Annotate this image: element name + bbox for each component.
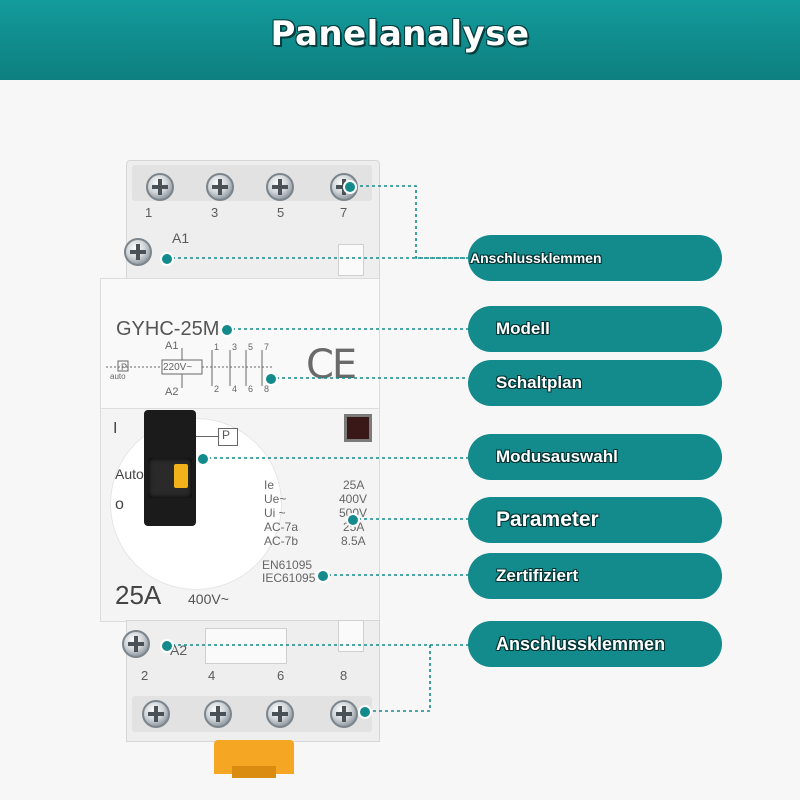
schematic-contact-4: 4 <box>232 384 238 394</box>
terminal-label-4: 4 <box>208 668 216 683</box>
schematic-lines <box>106 348 274 388</box>
schematic-a1: A1 <box>165 340 179 352</box>
schematic-contact-8: 8 <box>264 384 270 394</box>
connector-dot-mode <box>196 452 210 466</box>
callout-label: Parameter <box>496 508 599 531</box>
callout-schaltplan: Schaltplan <box>468 360 722 406</box>
connector-dot-a1 <box>160 252 174 266</box>
schematic-a2: A2 <box>165 386 179 398</box>
ce-mark: CE <box>306 342 357 388</box>
callout-label: Zertifiziert <box>496 566 579 585</box>
schematic-auto: auto <box>110 372 126 381</box>
connector-dot-bottom-terminal <box>358 705 372 719</box>
current-rating: 25A <box>115 580 162 610</box>
terminal-screw-6 <box>266 700 294 728</box>
mode-label-o: o <box>115 496 124 513</box>
terminal-label-5: 5 <box>277 205 285 220</box>
terminal-label-6: 6 <box>277 668 285 683</box>
connector-dot-parameter <box>346 513 360 527</box>
connector-dot-a2 <box>160 639 174 653</box>
terminal-screw-4 <box>204 700 232 728</box>
callout-anschlussklemmen-top: Anschlussklemmen <box>468 235 722 281</box>
schematic-contact-2: 2 <box>214 384 220 394</box>
terminal-screw-5 <box>266 173 294 201</box>
terminal-label-3: 3 <box>211 205 219 220</box>
schematic-contact-7: 7 <box>264 342 270 352</box>
param-value-ac7b: 8.5A <box>341 534 366 548</box>
callout-parameter: Parameter <box>468 497 722 543</box>
connector-dot-top-terminal <box>343 180 357 194</box>
schematic-contact-5: 5 <box>248 342 254 352</box>
model-label: GYHC-25M <box>116 318 220 340</box>
param-label-ui: Ui ~ <box>264 506 286 520</box>
mode-selector-yellow-tab <box>174 464 188 488</box>
callout-zertifiziert: Zertifiziert <box>468 553 722 599</box>
callout-label: Anschlussklemmen <box>496 634 666 654</box>
schematic-p: P <box>121 362 128 372</box>
mode-label-p-box <box>218 428 238 446</box>
schematic-contact-6: 6 <box>248 384 254 394</box>
din-rail-clip-base <box>232 766 276 778</box>
terminal-screw-1 <box>146 173 174 201</box>
param-label-ie: Ie <box>264 478 275 492</box>
param-value-ie: 25A <box>343 478 365 492</box>
schematic-contact-1: 1 <box>214 342 220 352</box>
standard-iec61095: IEC61095 <box>262 571 316 585</box>
mode-label-i: I <box>113 420 118 437</box>
callout-modusauswahl: Modusauswahl <box>468 434 722 480</box>
schematic-contact-3: 3 <box>232 342 238 352</box>
terminal-screw-3 <box>206 173 234 201</box>
dial-background <box>110 418 282 590</box>
terminal-label-a2: A2 <box>170 642 188 658</box>
mode-label-auto: Auto <box>115 466 144 482</box>
callout-label: Modusauswahl <box>496 447 618 466</box>
param-label-ac7b: AC-7b <box>264 534 299 548</box>
terminal-label-a1: A1 <box>172 230 190 246</box>
voltage-rating: 400V~ <box>188 591 229 607</box>
terminal-screw-a2 <box>122 630 150 658</box>
page-title: Panelanalyse <box>270 14 530 54</box>
indicator-window <box>344 414 372 442</box>
callout-label: Modell <box>496 319 550 338</box>
terminal-label-7: 7 <box>340 205 348 220</box>
param-label-ac7a: AC-7a <box>264 520 299 534</box>
terminal-label-2: 2 <box>141 668 149 683</box>
connector-dot-certified <box>316 569 330 583</box>
top-window-slot <box>338 244 364 276</box>
callout-modell: Modell <box>468 306 722 352</box>
callout-anschlussklemmen-bottom: Anschlussklemmen <box>468 621 722 667</box>
bottom-window-slot-right <box>338 620 364 652</box>
terminal-screw-8 <box>330 700 358 728</box>
header-banner: Panelanalyse <box>0 0 800 80</box>
terminal-label-8: 8 <box>340 668 348 683</box>
connector-dot-model <box>220 323 234 337</box>
mode-label-p: P <box>222 428 231 442</box>
param-value-ue: 400V <box>339 492 368 506</box>
terminal-screw-2 <box>142 700 170 728</box>
bottom-window-slot <box>205 628 287 664</box>
schematic-voltage: 220V~ <box>163 362 193 373</box>
front-label-panel <box>100 278 380 410</box>
terminal-screw-a1 <box>124 238 152 266</box>
callout-label: Anschlussklemmen <box>470 250 602 266</box>
callout-label: Schaltplan <box>496 373 582 392</box>
standard-en61095: EN61095 <box>262 558 313 572</box>
connector-dot-schematic <box>264 372 278 386</box>
mode-p-line <box>196 436 218 437</box>
param-label-ue: Ue~ <box>264 492 287 506</box>
terminal-label-1: 1 <box>145 205 153 220</box>
